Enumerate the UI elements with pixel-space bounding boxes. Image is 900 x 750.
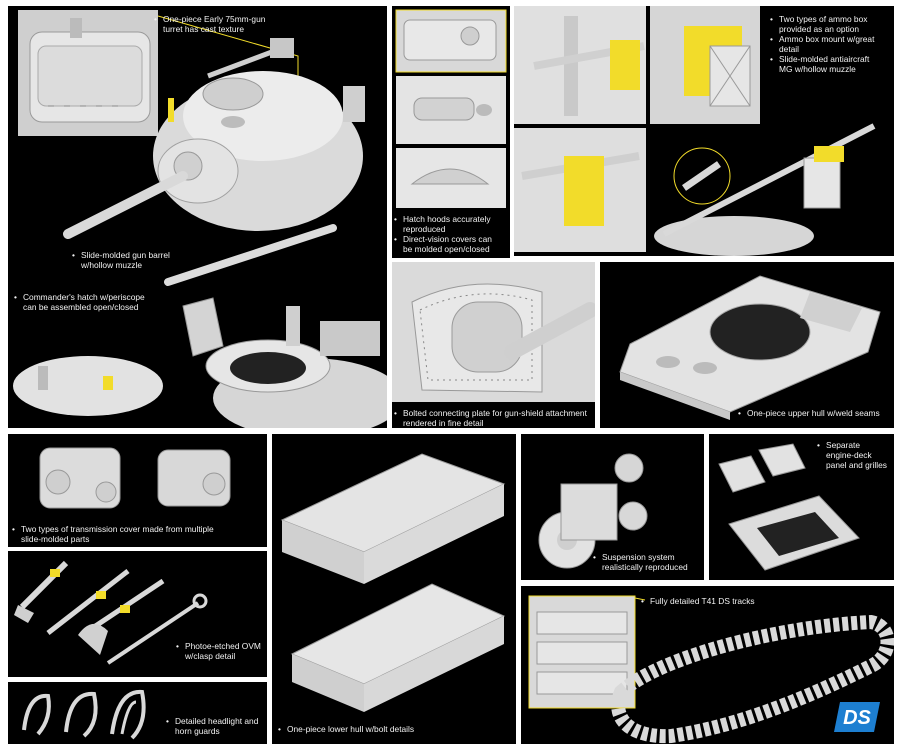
headlight-caption-line-1: Detailed headlight and xyxy=(175,716,259,726)
ovm-caption-line-2: w/clasp detail xyxy=(185,651,236,661)
bolted-plate-caption-line-1: Bolted connecting plate for gun-shield a… xyxy=(403,408,587,418)
headlight-caption-line-2: horn guards xyxy=(175,726,220,736)
lower-hull-caption: •One-piece lower hull w/bolt details xyxy=(278,724,415,734)
ammo-box-caption-line-6: MG w/hollow muzzle xyxy=(779,64,856,74)
panel-transmission: •Two types of transmission cover made fr… xyxy=(8,434,267,547)
ammo-box-caption-line-2: provided as an option xyxy=(779,24,860,34)
suspension-caption-line-1: Suspension system xyxy=(602,552,675,562)
panel-lower-hull: •One-piece lower hull w/bolt details xyxy=(272,434,516,744)
panel-upper-hull: •One-piece upper hull w/weld seams xyxy=(600,262,894,428)
ammo-box-caption-line-5: Slide-molded antiaircraft xyxy=(779,54,870,64)
vision-covers-caption-line-1: Direct-vision covers can xyxy=(403,234,492,244)
ovm-caption-line-1: Photoe-etched OVM xyxy=(185,641,261,651)
transmission-caption-line-1: Two types of transmission cover made fro… xyxy=(21,524,214,534)
upper-hull-illustration xyxy=(619,275,881,420)
ammo-box-caption-line-3: Ammo box mount w/great xyxy=(779,34,875,44)
bolted-plate-illustration xyxy=(392,262,595,402)
logo-text: DS xyxy=(843,707,871,729)
panel-engine-deck: •Separate engine-deck panel and grilles xyxy=(709,434,894,580)
engine-deck-illustration xyxy=(718,443,860,571)
upper-hull-caption-line-1: One-piece upper hull w/weld seams xyxy=(747,408,880,418)
panel-suspension: •Suspension system realistically reprodu… xyxy=(521,434,704,580)
tracks-caption-line-1: Fully detailed T41 DS tracks xyxy=(650,596,755,606)
hatch-hoods-caption-line-2: reproduced xyxy=(403,224,446,234)
commander-hatch-caption-line-1: Commander's hatch w/periscope xyxy=(23,292,145,302)
suspension-illustration xyxy=(538,453,648,569)
ammo-box-caption: •Two types of ammo box provided as an op… xyxy=(770,14,875,74)
ds-tracks-logo: DS xyxy=(834,702,880,732)
suspension-caption: •Suspension system realistically reprodu… xyxy=(593,552,688,572)
turret-caption-line-2: turret has cast texture xyxy=(163,24,244,34)
commander-hatch-caption: •Commander's hatch w/periscope can be as… xyxy=(14,292,145,312)
engine-deck-caption-line-1: Separate xyxy=(826,440,860,450)
panel-tracks: •Fully detailed T41 DS tracks DS xyxy=(521,586,894,744)
headlight-caption: •Detailed headlight and horn guards xyxy=(166,716,259,736)
turret-caption: •One-piece Early 75mm-gun turret has cas… xyxy=(154,14,266,34)
tracks-caption: •Fully detailed T41 DS tracks xyxy=(641,596,755,606)
transmission-caption: •Two types of transmission cover made fr… xyxy=(12,524,214,544)
gun-barrel-caption: •Slide-molded gun barrel w/hollow muzzle xyxy=(72,250,170,270)
engine-deck-caption-line-2: engine-deck xyxy=(826,450,872,460)
bolted-plate-caption: •Bolted connecting plate for gun-shield … xyxy=(394,408,587,428)
headlight-illustration xyxy=(22,689,146,740)
panel-ammo-box: •Two types of ammo box provided as an op… xyxy=(514,6,894,256)
hatch-hoods-illustration xyxy=(395,9,507,208)
turret-illustration xyxy=(13,10,387,428)
tracks-illustration xyxy=(528,595,894,744)
vision-covers-caption-line-2: be molded open/closed xyxy=(403,244,490,254)
panel-bolted-plate: •Bolted connecting plate for gun-shield … xyxy=(392,262,595,428)
panel-turret: •One-piece Early 75mm-gun turret has cas… xyxy=(8,6,387,428)
lower-hull-caption-line-1: One-piece lower hull w/bolt details xyxy=(287,724,415,734)
ovm-illustration xyxy=(14,560,208,665)
bolted-plate-caption-line-2: rendered in fine detail xyxy=(403,418,484,428)
hatch-hoods-caption: •Hatch hoods accurately reproduced •Dire… xyxy=(394,214,492,254)
commander-hatch-caption-line-2: can be assembled open/closed xyxy=(23,302,139,312)
gun-barrel-caption-line-2: w/hollow muzzle xyxy=(81,260,142,270)
lower-hull-illustration xyxy=(280,453,506,712)
ammo-box-caption-line-1: Two types of ammo box xyxy=(779,14,868,24)
engine-deck-caption: •Separate engine-deck panel and grilles xyxy=(817,440,887,470)
ammo-box-caption-line-4: detail xyxy=(779,44,800,54)
turret-caption-line-1: One-piece Early 75mm-gun xyxy=(163,14,266,24)
panel-ovm: •Photoe-etched OVM w/clasp detail xyxy=(8,551,267,677)
panel-hatch-hoods: •Hatch hoods accurately reproduced •Dire… xyxy=(392,6,510,258)
engine-deck-caption-line-3: panel and grilles xyxy=(826,460,887,470)
transmission-caption-line-2: slide-molded parts xyxy=(21,534,90,544)
panel-headlight: •Detailed headlight and horn guards xyxy=(8,682,267,744)
transmission-illustration xyxy=(39,447,231,509)
upper-hull-caption: •One-piece upper hull w/weld seams xyxy=(738,408,880,418)
ammo-box-illustration xyxy=(514,6,876,256)
hatch-hoods-caption-line-1: Hatch hoods accurately xyxy=(403,214,491,224)
suspension-caption-line-2: realistically reproduced xyxy=(602,562,688,572)
ovm-caption: •Photoe-etched OVM w/clasp detail xyxy=(176,641,261,661)
gun-barrel-caption-line-1: Slide-molded gun barrel xyxy=(81,250,170,260)
